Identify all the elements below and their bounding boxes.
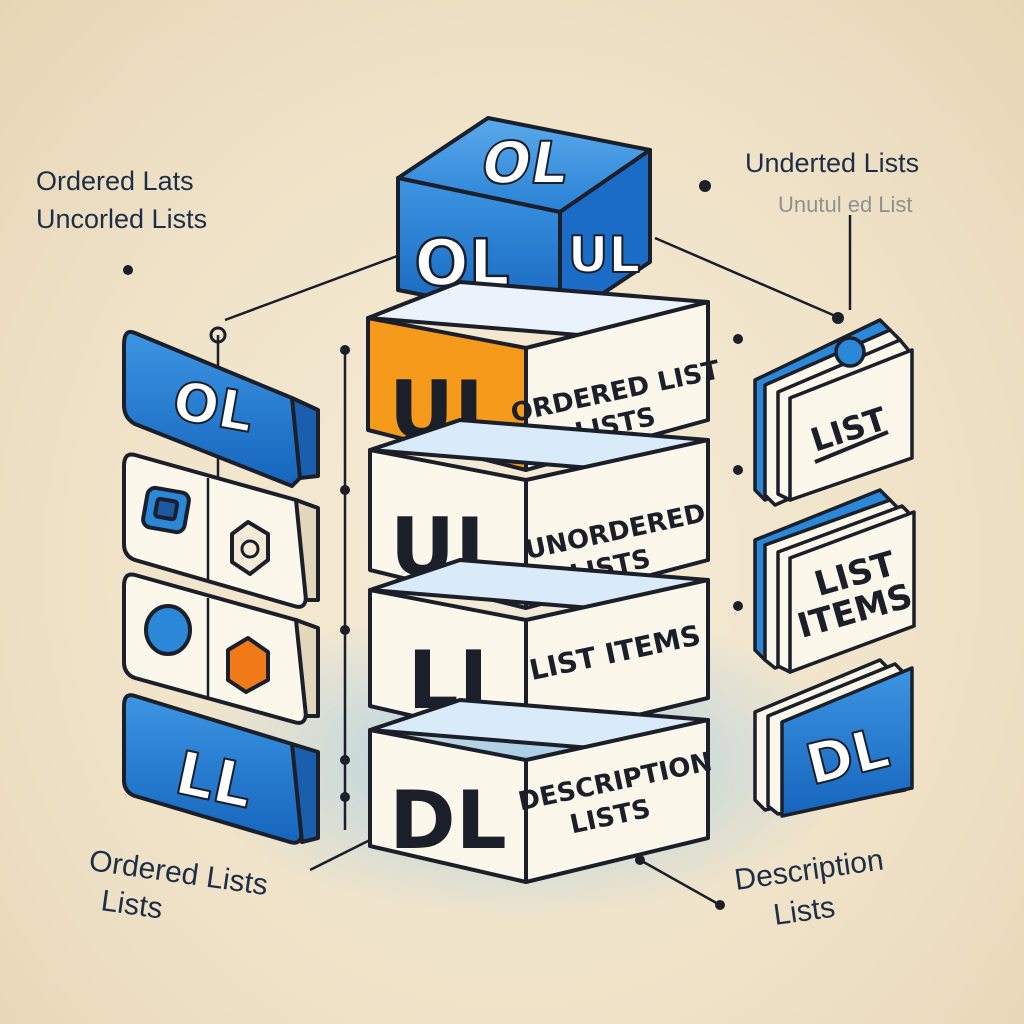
pin-icon — [834, 336, 866, 368]
orange-shape-icon — [226, 636, 270, 694]
top-left-caption-2: Uncorled Lists — [36, 204, 207, 234]
top-left-caption-1: Ordered Lats — [36, 166, 194, 196]
top-right-caption-1: Underted Lists — [745, 148, 919, 178]
bottom-left-caption-2: Lists — [99, 884, 165, 925]
left-card-shapes-1 — [122, 452, 320, 609]
cube-side-text: UL — [568, 226, 640, 284]
top-right-caption-2: Unutul ed List — [778, 192, 913, 217]
left-ol-button: OL — [122, 329, 320, 488]
right-card-stack-1: LIST — [753, 318, 914, 507]
stack-layer-dl: DL DESCRIPTION LISTS — [368, 698, 715, 884]
left-card-shapes-2 — [122, 572, 320, 725]
left-ol-text: OL — [168, 369, 258, 445]
blue-circle-icon — [144, 604, 192, 656]
right-card-stack-2: LIST ITEMS — [753, 488, 917, 674]
cube-top-text: OL — [476, 129, 574, 196]
stack-tag-4: DL — [389, 774, 506, 867]
stack-layer-li: LI LIST ITEMS — [368, 558, 710, 744]
left-ll-button: LL — [122, 693, 320, 845]
right-card-stack-3: DL — [753, 658, 914, 818]
bottom-right-caption-2: Lists — [771, 891, 837, 932]
connector-dots — [123, 180, 844, 910]
left-ll-text: LL — [169, 738, 258, 822]
hexagon-icon — [230, 520, 270, 576]
